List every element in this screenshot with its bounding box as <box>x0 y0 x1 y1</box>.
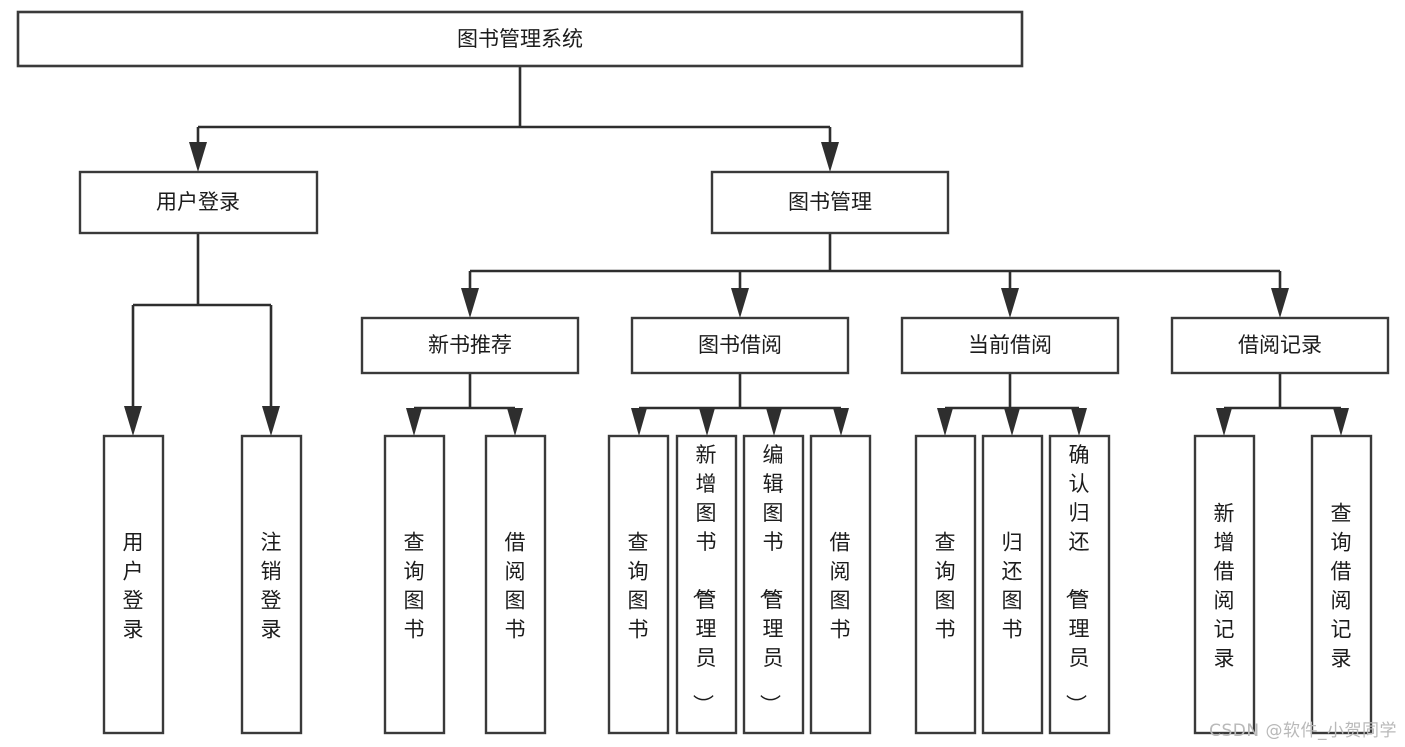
node-leaf-query-record[interactable]: 查询借阅记录 <box>1310 434 1373 735</box>
node-leaf-add-record[interactable]: 新增借阅记录 <box>1193 434 1256 735</box>
node-leaf-add-record-box[interactable] <box>1193 434 1256 735</box>
node-root-label: 图书管理系统 <box>457 27 583 51</box>
node-leaf-return-book-label: 归还图书 <box>1002 531 1023 642</box>
node-leaf-edit-book[interactable]: 编辑图书（管理员） <box>742 434 805 735</box>
arrow-head-leaf-query-book-3 <box>937 408 953 436</box>
node-leaf-query-record-label: 查询借阅记录 <box>1331 502 1352 671</box>
node-leaf-add-book[interactable]: 新增图书（管理员） <box>675 434 738 735</box>
arrow-head-leaf-edit-book <box>766 408 782 436</box>
node-leaf-confirm-return-box[interactable] <box>1048 434 1111 735</box>
arrow-head-leaf-user-logout <box>262 406 280 436</box>
node-leaf-borrow-book-2-box[interactable] <box>809 434 872 735</box>
arrow-head-leaf-query-book-2 <box>631 408 647 436</box>
node-leaf-query-book-1-label: 查询图书 <box>404 531 425 642</box>
arrow-head-leaf-query-book-1 <box>406 408 422 436</box>
arrow-head-leaf-query-record <box>1333 408 1349 436</box>
arrow-head-leaf-confirm-return <box>1071 408 1087 436</box>
node-leaf-borrow-book-2-label: 借阅图书 <box>830 531 851 642</box>
connector-group-book-manage <box>461 233 1289 318</box>
arrow-head-leaf-add-book <box>699 408 715 436</box>
arrow-head-book-borrow <box>731 288 749 318</box>
node-leaf-return-book[interactable]: 归还图书 <box>981 434 1044 735</box>
node-leaf-borrow-book-1-box[interactable] <box>484 434 547 735</box>
node-user-login-box[interactable] <box>78 170 319 235</box>
node-leaf-query-book-3-label: 查询图书 <box>935 531 956 642</box>
arrow-head-book-manage <box>821 142 839 172</box>
node-leaf-query-book-3[interactable]: 查询图书 <box>914 434 977 735</box>
node-leaf-query-record-box[interactable] <box>1310 434 1373 735</box>
node-leaf-query-book-1-box[interactable] <box>383 434 446 735</box>
arrow-head-leaf-user-login <box>124 406 142 436</box>
node-current-borrow-box[interactable] <box>900 316 1120 375</box>
connector-group-user-login <box>124 233 280 436</box>
node-leaf-confirm-return-label: 确认归还（管理员） <box>1064 443 1090 715</box>
node-leaf-confirm-return[interactable]: 确认归还（管理员） <box>1048 434 1111 735</box>
node-leaf-return-book-box[interactable] <box>981 434 1044 735</box>
node-new-book-recommend-box[interactable] <box>360 316 580 375</box>
connector-group-current-borrow <box>937 373 1087 436</box>
arrow-head-leaf-return-book <box>1004 408 1020 436</box>
watermark: CSDN @软件_小贺同学 <box>1209 721 1397 741</box>
arrow-head-new-book-recommend <box>461 288 479 318</box>
node-book-borrow[interactable]: 图书借阅 <box>630 316 850 375</box>
node-book-manage-box[interactable] <box>710 170 950 235</box>
node-leaf-edit-book-label: 编辑图书（管理员） <box>758 443 784 715</box>
node-leaf-add-book-label: 新增图书（管理员） <box>691 443 717 715</box>
node-new-book-recommend[interactable]: 新书推荐 <box>360 316 580 375</box>
connector-group-new-book-recommend <box>406 373 523 436</box>
node-leaf-add-book-box[interactable] <box>675 434 738 735</box>
node-leaf-borrow-book-1[interactable]: 借阅图书 <box>484 434 547 735</box>
arrow-head-user-login <box>189 142 207 172</box>
connector-group-book-borrow <box>631 373 849 436</box>
node-leaf-user-login[interactable]: 用户登录 <box>102 434 165 735</box>
node-leaf-user-logout-box[interactable] <box>240 434 303 735</box>
node-leaf-query-book-2-label: 查询图书 <box>628 531 649 642</box>
node-leaf-query-book-2-box[interactable] <box>607 434 670 735</box>
node-leaf-user-login-box[interactable] <box>102 434 165 735</box>
connector-group-borrow-record <box>1216 373 1349 436</box>
arrow-head-leaf-borrow-book-2 <box>833 408 849 436</box>
node-book-manage[interactable]: 图书管理 <box>710 170 950 235</box>
node-leaf-user-login-label: 用户登录 <box>123 531 144 642</box>
node-borrow-record[interactable]: 借阅记录 <box>1170 316 1390 375</box>
node-root[interactable]: 图书管理系统 <box>16 10 1024 68</box>
node-borrow-record-label: 借阅记录 <box>1238 333 1322 357</box>
connector-group-root <box>189 66 839 172</box>
node-current-borrow-label: 当前借阅 <box>968 333 1052 357</box>
node-book-borrow-box[interactable] <box>630 316 850 375</box>
node-borrow-record-box[interactable] <box>1170 316 1390 375</box>
node-leaf-edit-book-box[interactable] <box>742 434 805 735</box>
node-leaf-query-book-3-box[interactable] <box>914 434 977 735</box>
node-leaf-add-record-label: 新增借阅记录 <box>1214 502 1235 671</box>
node-book-manage-label: 图书管理 <box>788 190 872 214</box>
node-leaf-borrow-book-1-label: 借阅图书 <box>505 531 526 642</box>
node-leaf-query-book-2[interactable]: 查询图书 <box>607 434 670 735</box>
node-new-book-recommend-label: 新书推荐 <box>428 333 512 357</box>
node-leaf-user-logout[interactable]: 注销登录 <box>240 434 303 735</box>
node-leaf-query-book-1[interactable]: 查询图书 <box>383 434 446 735</box>
node-root-box[interactable] <box>16 10 1024 68</box>
arrow-head-leaf-borrow-book-1 <box>507 408 523 436</box>
node-book-borrow-label: 图书借阅 <box>698 333 782 357</box>
arrow-head-current-borrow <box>1001 288 1019 318</box>
arrow-head-borrow-record <box>1271 288 1289 318</box>
node-leaf-borrow-book-2[interactable]: 借阅图书 <box>809 434 872 735</box>
arrow-head-leaf-add-record <box>1216 408 1232 436</box>
node-leaf-user-logout-label: 注销登录 <box>261 531 282 642</box>
node-user-login[interactable]: 用户登录 <box>78 170 319 235</box>
node-user-login-label: 用户登录 <box>156 190 240 214</box>
node-current-borrow[interactable]: 当前借阅 <box>900 316 1120 375</box>
